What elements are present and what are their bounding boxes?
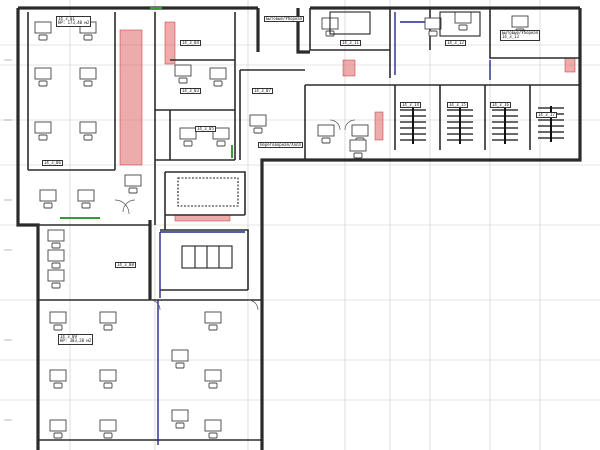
desk — [47, 229, 65, 249]
room-label-name: 14_3_05 — [197, 126, 214, 131]
room-label: 14_3_09 НР: 303,20 м2 — [58, 334, 94, 345]
room-label: 14_3_05 — [195, 126, 216, 133]
desk — [79, 21, 97, 41]
room-label-name: 14_3_15 — [449, 102, 466, 107]
seating-block — [492, 108, 518, 144]
desk — [124, 174, 142, 194]
desk — [454, 11, 472, 31]
room-label-name: 14_3_08 — [117, 262, 134, 267]
room-label-name: Бытовые/Уборная — [266, 16, 303, 21]
room-label-name: Бытовые/Уборная — [502, 30, 539, 35]
desks — [34, 11, 529, 439]
room-label-name: 14_3_03 — [182, 88, 199, 93]
room-label-name: 14_3_01 — [58, 16, 75, 21]
room-label: 14_3_07 — [252, 88, 273, 95]
room-label-name: 14_3_07 — [254, 88, 271, 93]
glass-partitions — [157, 12, 491, 445]
desk — [204, 311, 222, 331]
desk — [39, 189, 57, 209]
room-label: 14_3_12 — [445, 40, 466, 47]
room-label-name: 14_3_16 — [492, 102, 509, 107]
room-label-name: 14_3_17 — [538, 112, 555, 117]
lecture-rows — [400, 106, 564, 144]
desk — [204, 369, 222, 389]
desk — [424, 17, 442, 37]
room-label-name: 14_3_04 — [182, 40, 199, 45]
red-zones — [119, 21, 576, 222]
desk — [47, 269, 65, 289]
seating-block — [400, 108, 426, 144]
room-label-area: НР: 173,40 м2 — [58, 20, 90, 26]
desk — [99, 419, 117, 439]
room-label: 14_3_11 — [340, 40, 361, 47]
room-label: Бытовые/Уборная — [264, 16, 305, 23]
green-marks — [60, 7, 233, 219]
desk — [212, 127, 230, 147]
desk — [77, 189, 95, 209]
room-label-name: Переговорная/Холл — [260, 142, 301, 147]
desk — [79, 67, 97, 87]
room-label: 14_3_16 — [490, 102, 511, 109]
room-label: 14_3_08 — [115, 262, 136, 269]
room-label: 14_3_04 — [180, 40, 201, 47]
desk — [99, 311, 117, 331]
room-label-name: 14_3_12 — [447, 40, 464, 45]
desk — [49, 311, 67, 331]
room-label: 14_3_14 — [400, 102, 421, 109]
desk — [209, 67, 227, 87]
desk — [171, 349, 189, 369]
desk — [49, 419, 67, 439]
room-label-name: 14_3_14 — [402, 102, 419, 107]
desk — [174, 64, 192, 84]
desk — [171, 409, 189, 429]
desk — [249, 114, 267, 134]
room-label: 14_3_06 — [42, 160, 63, 167]
room-label-name: 14_3_09 — [60, 334, 77, 339]
room-label: 14_3_15 — [447, 102, 468, 109]
meeting-tables — [177, 11, 481, 269]
desk — [49, 369, 67, 389]
room-label: 14_3_17 — [536, 112, 557, 119]
doors — [114, 119, 356, 311]
desk — [204, 419, 222, 439]
desk — [79, 121, 97, 141]
dimension-ticks — [4, 59, 12, 421]
desk — [179, 127, 197, 147]
desk — [34, 21, 52, 41]
room-label-name: 14_3_06 — [44, 160, 61, 165]
desk — [34, 121, 52, 141]
seating-block — [447, 108, 473, 144]
room-label-name: 14_3_11 — [342, 40, 359, 45]
room-label: 14_3_03 — [180, 88, 201, 95]
outer-walls — [16, 6, 582, 450]
desk — [34, 67, 52, 87]
desk — [317, 124, 335, 144]
room-label-area: 14_3_13 — [502, 34, 519, 40]
room-label: 14_3_01 НР: 173,40 м2 — [56, 16, 92, 27]
interior-walls — [27, 8, 580, 441]
desk — [349, 139, 367, 159]
room-label: Переговорная/Холл — [258, 142, 303, 149]
room-label-area: НР: 303,20 м2 — [60, 338, 92, 344]
room-label: Бытовые/Уборная 14_3_13 — [500, 30, 541, 41]
desk — [99, 369, 117, 389]
desk — [47, 249, 65, 269]
